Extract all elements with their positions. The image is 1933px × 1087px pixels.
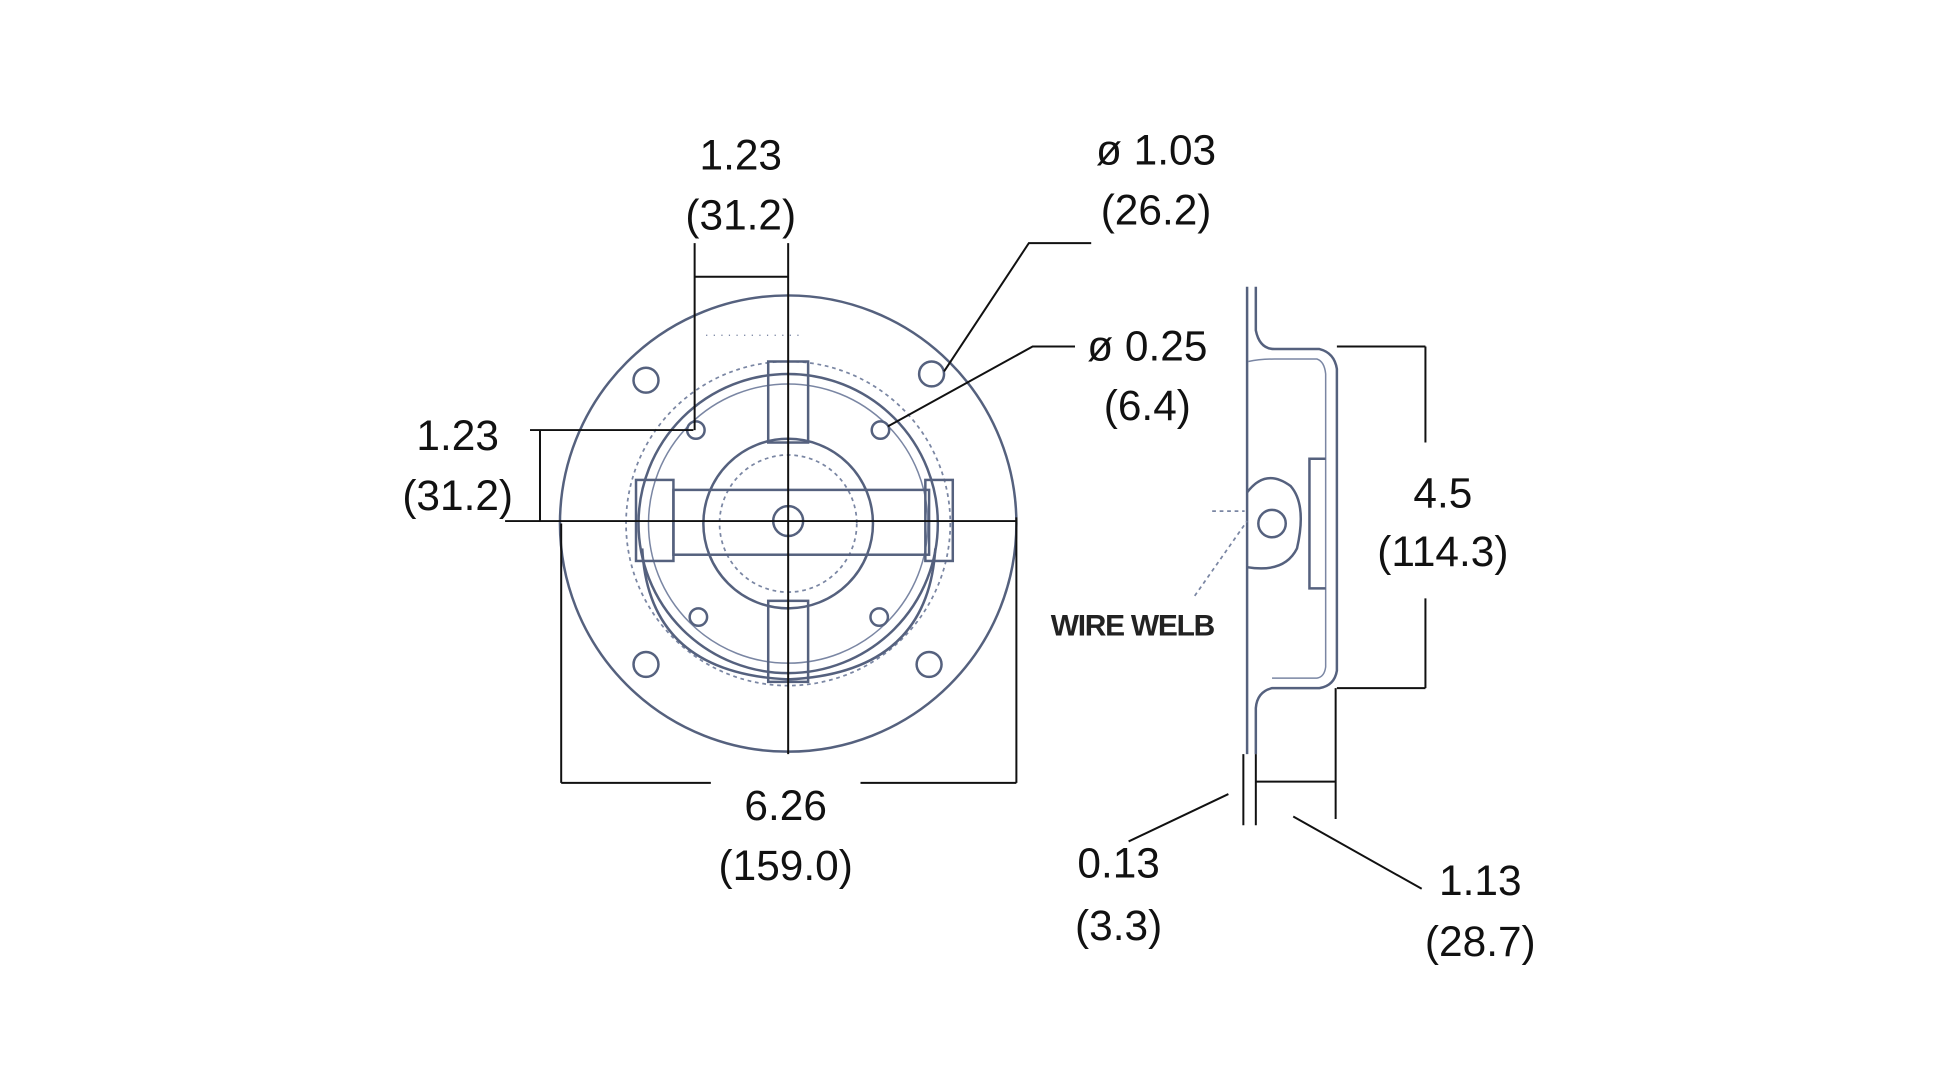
dim-line-recess xyxy=(1336,345,1427,690)
dim-line-thickness xyxy=(1128,754,1257,843)
stamp-marking: · · · · · · · · · · · · · xyxy=(705,328,800,342)
small-hole xyxy=(688,607,709,628)
bolt-hole xyxy=(632,650,660,679)
leader-small-hole xyxy=(887,345,1075,428)
dim-line-left-spacing xyxy=(505,429,1017,523)
bolt-hole xyxy=(917,360,946,388)
dim-left-spacing-mm: (31.2) xyxy=(402,472,513,519)
dim-small-hole-in: ø 0.25 xyxy=(1087,322,1207,369)
dim-thickness-mm: (3.3) xyxy=(1075,902,1162,949)
ring-loop xyxy=(1246,477,1302,570)
plate-profile-inner xyxy=(1248,358,1327,679)
small-hole xyxy=(870,420,891,441)
ring-hole xyxy=(1257,508,1288,539)
dim-line-depth xyxy=(1255,688,1423,890)
plate-profile xyxy=(1254,286,1339,755)
dim-bolt-hole-in: ø 1.03 xyxy=(1096,127,1216,174)
dim-top-spacing-in: 1.23 xyxy=(700,132,783,179)
dim-recess-in: 4.5 xyxy=(1413,469,1472,516)
side-view: WIRE WELB xyxy=(1051,286,1339,755)
dim-top-spacing-mm: (31.2) xyxy=(685,191,796,238)
bolt-hole xyxy=(915,650,943,679)
weld-leader xyxy=(1194,510,1248,597)
dim-left-spacing-in: 1.23 xyxy=(416,412,499,459)
dim-bolt-hole-mm: (26.2) xyxy=(1101,186,1212,233)
bolt-hole xyxy=(632,366,660,394)
side-dimensions: 4.5 (114.3) 0.13 (3.3) 1.13 (28.7) xyxy=(1075,345,1536,965)
dim-thickness-in: 0.13 xyxy=(1077,840,1160,887)
dim-recess-mm: (114.3) xyxy=(1377,528,1508,575)
wire-weld-label: WIRE WELB xyxy=(1051,610,1215,643)
leader-bolt-hole xyxy=(943,242,1092,373)
dim-overall-in: 6.26 xyxy=(744,782,827,829)
front-dimensions: 1.23 (31.2) ø 1.03 (26.2) ø 0.25 (6.4) 1… xyxy=(402,127,1216,890)
dim-line-top-spacing xyxy=(693,243,790,755)
small-hole xyxy=(869,607,890,628)
dim-small-hole-mm: (6.4) xyxy=(1104,382,1191,429)
dim-depth-mm: (28.7) xyxy=(1425,918,1536,965)
step-feature xyxy=(1308,457,1326,590)
dim-line-overall-diameter xyxy=(560,517,1018,784)
dim-overall-mm: (159.0) xyxy=(719,842,853,889)
dim-depth-in: 1.13 xyxy=(1439,857,1522,904)
d-ring-bar xyxy=(672,488,931,556)
